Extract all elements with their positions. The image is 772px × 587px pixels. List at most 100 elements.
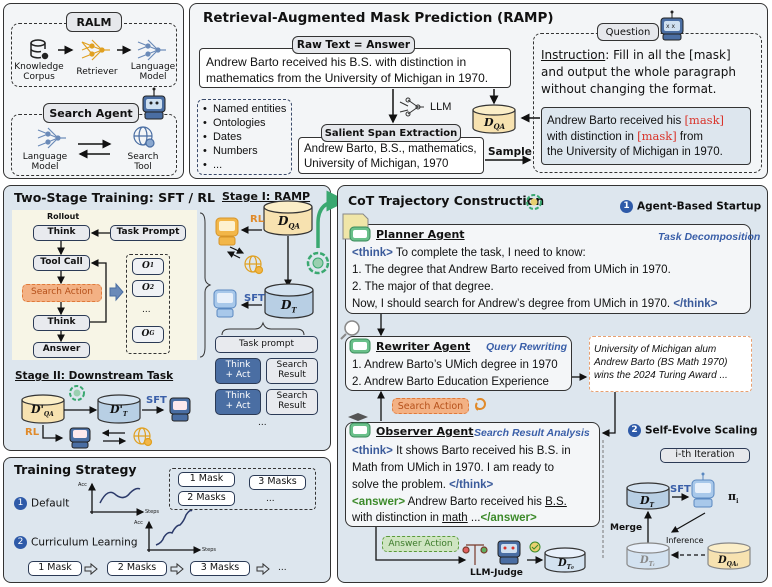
mask-option: 1 Mask [178,472,235,487]
observer-line5: with distinction in math ...</answer> [352,512,537,524]
dqa-label-stage1: DQA [278,214,300,231]
search-agent-tool: Search Tool [127,152,159,173]
ralm-node-lm: Language Model [130,62,176,83]
sft-label: SFT [244,293,265,304]
mask-option: 3 Masks [249,475,306,490]
curriculum-step-ellipsis: ... [278,563,287,573]
policy-label: πi [728,490,739,506]
sft-label-scaling: SFT [670,484,691,495]
search-action-badge: Search Action [392,398,469,414]
masked-paragraph-box [541,107,751,165]
instruction-line3: without changing the format. [541,82,717,96]
search-result-line1: University of Michigan alum [594,344,717,355]
raw-text-label: Raw Text = Answer [292,36,415,54]
llm-label: LLM [430,101,452,113]
two-stage-title: Two-Stage Training: SFT / RL [14,190,216,205]
answer-action-badge: Answer Action [382,536,459,552]
dt-label-stage1: DT [281,298,297,315]
think-node-2: Think [33,315,90,331]
curriculum-step: 2 Masks [107,561,167,576]
task-prompt-node: Task Prompt [110,225,186,241]
think-act-block: Think + Act [215,389,261,415]
salient-line2: University of Michigan, 1970 [304,158,449,170]
sft-label-stage2: SFT [146,395,167,406]
masked-line1: Andrew Barto received his [mask] [547,113,725,127]
output-ellipsis: ... [142,305,151,315]
search-result-block: Search Result [266,389,318,415]
rewriter-line2: 2. Andrew Barto Education Experience [352,376,549,388]
rewriter-line1: 1. Andrew Barto’s UMich degree in 1970 [352,359,558,371]
llm-judge-label: LLM-Judge [470,568,523,578]
instruction-word: Instruction [541,48,606,62]
dqa-prime-label: D'QA [31,403,54,419]
rewriter-agent-box [345,336,572,391]
mask-options-group [169,468,316,510]
iteration-label: i-th Iteration [660,448,750,463]
entity-type: • Numbers [203,145,258,157]
planner-line3: 2. The major of that degree. [352,281,494,293]
entity-type: • Named entities [203,103,287,115]
raw-text-line2: mathematics from the University of Michi… [206,71,489,85]
think-act-block: Think + Act [215,358,261,384]
stage2-title: Stage II: Downstream Task [15,370,174,382]
search-agent-lm: Language Model [22,152,68,173]
inference-label: Inference [666,536,704,545]
tool-call-node: Tool Call [33,255,90,271]
rewriter-title: Rewriter Agent [376,340,471,353]
question-label: Question [597,23,659,41]
rl-label-stage2: RL [25,427,40,438]
observer-tag: Search Result Analysis [474,427,590,439]
masked-line2: with distinction in [mask] from [547,129,703,143]
outputs-group [126,254,170,354]
dt-prime-label: D'T [110,403,128,419]
entity-types-box [197,99,292,175]
mask-token: [mask] [637,129,677,143]
search-result-block: Search Result [266,358,318,384]
stage1-title: Stage I: RAMP [222,190,311,203]
instruction-line1: Instruction: Fill in all the [mask] [541,48,731,62]
masked-line3: the University of Michigan in 1970. [547,146,723,158]
dti-label: DTᵢ [640,555,655,568]
curriculum-axis-x: Steps [202,547,216,553]
ralm-title: RALM [66,12,122,32]
planner-title: Planner Agent [376,228,465,241]
ramp-title: Retrieval-Augmented Mask Prediction (RAM… [203,10,554,26]
rewriter-tag: Query Rewriting [486,341,568,353]
mask-token: [mask] [684,113,725,127]
search-result-snippet [589,336,752,392]
dt-label-scaling: DT [640,494,655,510]
observer-agent-box [345,422,600,527]
salient-line1: Andrew Barto, B.S., mathematics, [304,143,477,155]
dqai-label: DQAᵢ [718,555,738,568]
default-axis-x: Steps [145,509,159,515]
dqa-label: DQA [484,116,506,132]
task-prompt-block: Task prompt [215,336,318,353]
planner-tag: Task Decomposition [658,231,761,243]
entity-types-list: • Named entities • Ontologies • Dates • … [203,102,286,172]
planner-line2: 1. The degree that Andrew Barto received… [352,264,671,276]
sample-label: Sample [488,146,532,158]
dt0-label: DT₀ [558,558,574,571]
planner-line4: Now, I should search for Andrew’s degree… [352,298,718,310]
ralm-node-corpus: Knowledge Corpus [14,62,64,83]
answer-node: Answer [33,342,90,358]
raw-text-line1: Andrew Barto received his B.S. with dist… [206,55,467,69]
cot-title: CoT Trajectory Construction [348,193,545,208]
mask-option-ellipsis: ... [266,494,275,504]
observer-line2: Math from UMich in 1970. I am ready to [352,462,554,474]
search-action-node: Search Action [22,284,102,302]
think-node: Think [33,225,90,241]
mask-option: 2 Masks [178,491,235,506]
search-agent-title: Search Agent [43,103,139,123]
rollout-label: Rollout [47,212,80,221]
entity-type: • ... [203,159,223,171]
rl-label: RL [250,214,265,225]
blocks-ellipsis: ... [258,418,267,428]
curriculum-axis-y: Acc [134,520,143,526]
